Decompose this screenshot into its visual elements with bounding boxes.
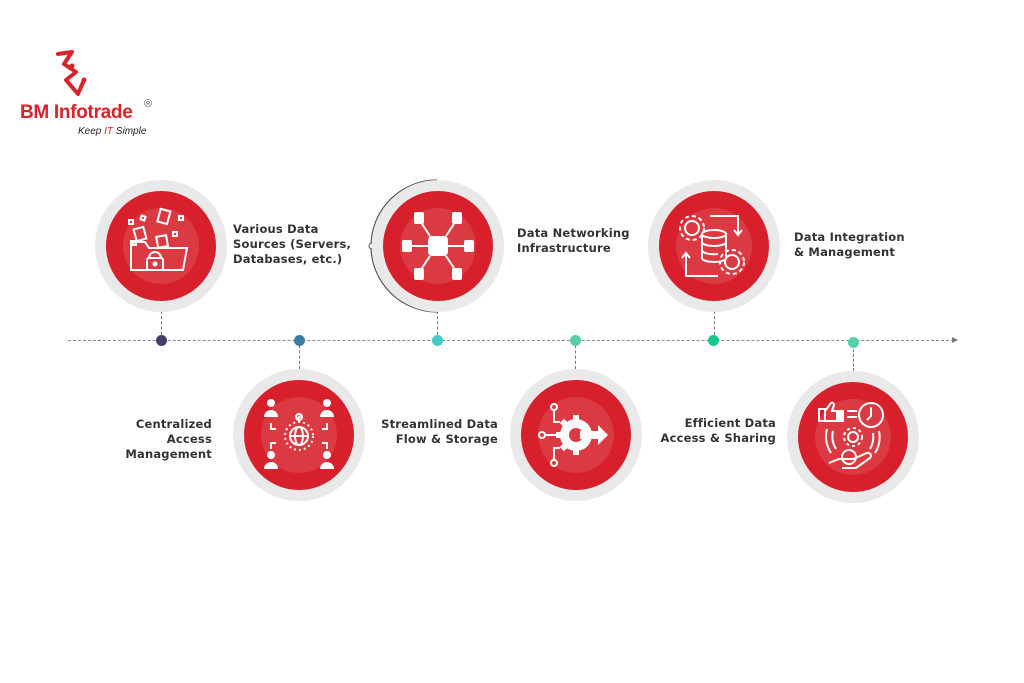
sharing-hand-icon [818, 401, 884, 469]
step-5-label-line-2: & Management [794, 245, 896, 259]
timeline-dot-step-6 [848, 337, 859, 348]
connector-step-1 [161, 311, 162, 340]
step-3-label-line-1: Data Networking [517, 226, 630, 240]
step-4-circle [510, 369, 642, 501]
step-4-label-line-1: Streamlined Data [381, 417, 498, 431]
brand-name: BM Infotrade [20, 102, 133, 123]
logo-mark-icon [56, 50, 87, 96]
step-1-circle [95, 180, 227, 312]
connector-step-6 [853, 340, 854, 371]
folder-unlock-icon [128, 207, 189, 271]
step-5-circle [648, 180, 780, 312]
gear-flow-icon [538, 403, 608, 467]
tagline-suffix: Simple [113, 126, 147, 137]
connector-step-3 [437, 311, 438, 340]
step-3-label: Data Networking Infrastructure [517, 226, 630, 256]
registered-mark: ® [144, 98, 153, 110]
brand-tagline: Keep IT Simple [78, 126, 146, 137]
timeline-dot-step-4 [570, 335, 581, 346]
step-1-label-line-3: Databases, etc.) [233, 252, 343, 266]
global-users-icon [264, 399, 334, 469]
step-3-label-line-2: Infrastructure [517, 241, 611, 255]
timeline-dot-step-5 [708, 335, 719, 346]
step-6-label-line-2: Access & Sharing [660, 431, 776, 445]
step-6-label: Efficient Data Access & Sharing [656, 416, 776, 446]
tagline-prefix: Keep [78, 126, 105, 137]
timeline-dot-step-2 [294, 335, 305, 346]
database-network-icon [402, 212, 474, 280]
step-1-label-line-2: Sources (Servers, [233, 237, 352, 251]
brand-logo: BM Infotrade ® Keep IT Simple [18, 50, 168, 140]
timeline-line [68, 340, 954, 341]
step-2-label-line-1: Centralized Access [135, 417, 212, 446]
step-5-label: Data Integration & Management [794, 230, 905, 260]
connector-step-5 [714, 311, 715, 340]
timeline-dot-step-3 [432, 335, 443, 346]
step-2-circle [233, 369, 365, 501]
tagline-highlight: IT [104, 126, 114, 137]
step-3-circle [372, 180, 504, 312]
step-1-label-line-1: Various Data [233, 222, 319, 236]
step-4-label-line-2: Flow & Storage [395, 432, 498, 446]
connector-step-4 [575, 340, 576, 369]
step-6-label-line-1: Efficient Data [684, 416, 776, 430]
timeline-arrowhead-icon [952, 337, 958, 343]
step-6-circle [787, 371, 919, 503]
step-5-label-line-1: Data Integration [794, 230, 905, 244]
timeline-dot-step-1 [156, 335, 167, 346]
step-2-label: Centralized Access Management [92, 417, 212, 462]
database-gears-icon [679, 215, 745, 277]
connector-step-2 [299, 340, 300, 369]
step-1-label: Various Data Sources (Servers, Databases… [233, 222, 351, 267]
step-4-label: Streamlined Data Flow & Storage [370, 417, 498, 447]
step-2-label-line-2: Management [125, 447, 212, 461]
